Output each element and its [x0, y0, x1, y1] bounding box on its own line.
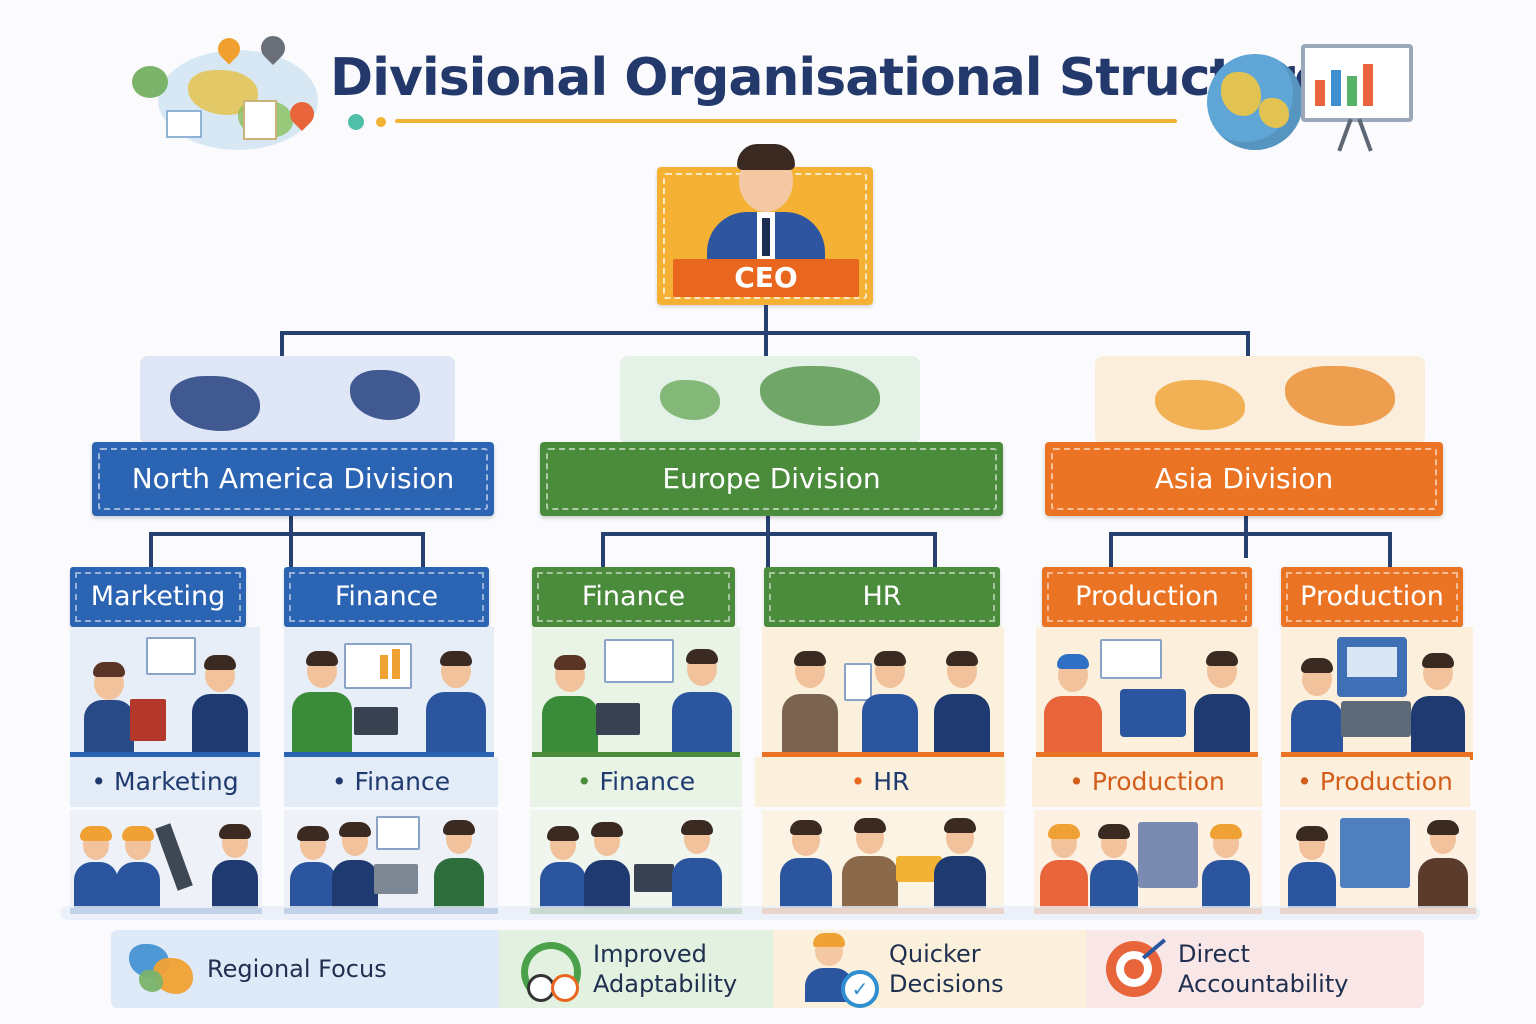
division-europe[interactable]: Europe Division [540, 442, 1003, 516]
dept-head-label: HR [862, 581, 902, 612]
division-label: North America Division [131, 462, 455, 495]
division-label: Asia Division [1154, 462, 1334, 495]
finance-eu-team-illustration [532, 627, 740, 760]
benefit-label: Direct Accountability [1178, 940, 1349, 998]
marketing-team-illustration [70, 627, 260, 760]
benefit-quicker-decisions: ✓ Quicker Decisions [773, 930, 1086, 1008]
bullet-label: Production [1091, 767, 1225, 796]
connector-eu-left [601, 532, 605, 568]
dept-head-label: Production [1075, 581, 1219, 612]
bullet-production-1: • Production [1032, 757, 1262, 807]
connector-asia-left [1109, 532, 1113, 568]
bullet-label: HR [873, 767, 910, 796]
dept-head-finance-na[interactable]: Finance [284, 567, 489, 627]
production-1-workers-illustration [1034, 810, 1262, 914]
person-check-icon: ✓ [803, 933, 879, 1008]
benefit-label: Quicker Decisions [889, 940, 1004, 998]
dept-head-production-1[interactable]: Production [1042, 567, 1252, 627]
connector-asia-bar [1109, 532, 1392, 536]
north-america-map [140, 356, 455, 444]
page-title: Divisional Organisational Structure [330, 48, 1329, 108]
bullet-production-2: • Production [1280, 757, 1470, 807]
dept-head-marketing[interactable]: Marketing [70, 567, 246, 627]
world-map-illustration [118, 30, 328, 155]
connector-na-down [289, 516, 293, 568]
benefit-label: Improved Adaptability [593, 940, 738, 998]
ceo-avatar [707, 142, 825, 260]
bullet-finance-eu: • Finance [530, 757, 742, 807]
connector-division-bar [280, 331, 1250, 335]
benefit-improved-adaptability: Improved Adaptability [499, 930, 773, 1008]
asia-map [1095, 356, 1425, 444]
bullet-label: Production [1319, 767, 1453, 796]
benefit-label: Regional Focus [207, 955, 387, 983]
ceo-label: CEO [673, 259, 859, 297]
globe-presentation-illustration [1195, 38, 1420, 158]
title-underline [395, 119, 1177, 123]
production-1-team-illustration [1036, 627, 1258, 760]
title-dot-teal [348, 114, 364, 130]
globe-icon [129, 940, 193, 998]
division-north-america[interactable]: North America Division [92, 442, 494, 516]
location-badge-icon [132, 66, 168, 98]
connector-ceo-down [764, 305, 768, 375]
benefit-regional-focus: Regional Focus [111, 930, 499, 1008]
dept-head-production-2[interactable]: Production [1281, 567, 1463, 627]
connector-eu-right [933, 532, 937, 568]
hr-workers-illustration [762, 810, 1004, 914]
division-label: Europe Division [662, 462, 881, 495]
connector-asia-down [1244, 516, 1248, 558]
cycle-arrows-icon [517, 938, 581, 1002]
dept-head-hr[interactable]: HR [764, 567, 1000, 627]
marketing-workers-illustration [70, 810, 262, 914]
connector-eu-bar [601, 532, 937, 536]
bullet-hr: • HR [755, 757, 1005, 807]
benefit-direct-accountability: Direct Accountability [1086, 930, 1424, 1008]
finance-na-team-illustration [284, 627, 494, 760]
connector-na-bar [149, 532, 425, 536]
europe-map [620, 356, 920, 444]
document-icon [243, 100, 277, 140]
production-2-workers-illustration [1280, 810, 1476, 914]
chart-card-icon [166, 110, 202, 138]
finance-na-workers-illustration [284, 810, 498, 914]
connector-na-left [149, 532, 153, 568]
bullet-label: Marketing [114, 767, 239, 796]
connector-asia-right [1388, 532, 1392, 568]
bullet-label: Finance [599, 767, 696, 796]
connector-na-right [421, 532, 425, 568]
division-asia[interactable]: Asia Division [1045, 442, 1443, 516]
dept-head-label: Marketing [90, 581, 226, 612]
bullet-marketing: • Marketing [70, 757, 260, 807]
dept-head-label: Finance [334, 581, 439, 612]
dept-head-label: Production [1300, 581, 1444, 612]
dept-head-label: Finance [581, 581, 686, 612]
production-2-team-illustration [1281, 627, 1473, 760]
bullet-finance-na: • Finance [284, 757, 498, 807]
title-dot-yellow [376, 117, 386, 127]
connector-eu-down [766, 516, 770, 568]
finance-eu-workers-illustration [530, 810, 742, 914]
bullet-label: Finance [354, 767, 451, 796]
hr-team-illustration [762, 627, 1004, 760]
target-icon [1104, 938, 1167, 999]
benefits-base [60, 906, 1480, 920]
dept-head-finance-eu[interactable]: Finance [532, 567, 735, 627]
